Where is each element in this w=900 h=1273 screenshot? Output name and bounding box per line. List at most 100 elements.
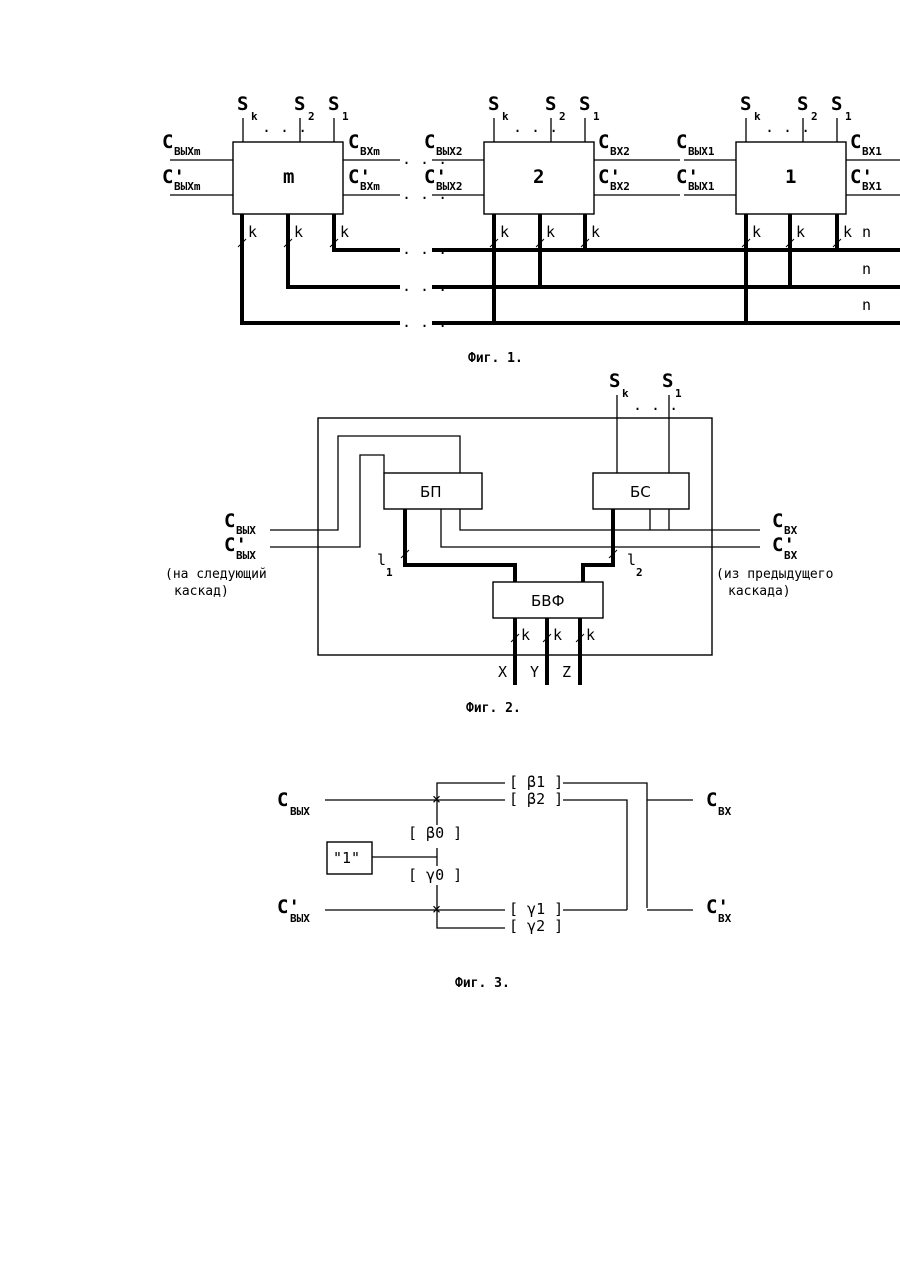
s-2-1-sub: 2	[811, 110, 818, 123]
fig3-caption: Фиг. 3.	[455, 976, 510, 991]
fig2-caption: Фиг. 2.	[466, 701, 521, 716]
k-2-z: k	[500, 223, 509, 241]
beta1: [ β1 ]	[509, 773, 563, 791]
fig3-c-in-sub: ВХ	[718, 805, 732, 818]
k-1-y: k	[796, 223, 805, 241]
s-k-2: S	[488, 93, 499, 115]
gamma0: [ γ0 ]	[408, 866, 462, 884]
l1-sub: 1	[386, 566, 393, 579]
note-left-1: (на следующий	[165, 567, 267, 582]
s-2-m: S	[294, 93, 305, 115]
gamma1: [ γ1 ]	[509, 900, 563, 918]
note-left-2: каскад)	[174, 584, 229, 599]
const-one-label: "1"	[333, 849, 360, 867]
l2-label: l	[627, 551, 636, 569]
dots-1: . . .	[765, 118, 810, 136]
junction-top: ×	[432, 790, 441, 808]
y-label: Y	[530, 663, 539, 681]
block-bvf-label: БВФ	[531, 592, 565, 610]
fig2-s-dots: . . .	[633, 396, 678, 414]
fig2-s1-sub: 1	[675, 387, 682, 400]
l2-sub: 2	[636, 566, 643, 579]
fig3-c-out: C	[277, 789, 288, 811]
s-k-2-sub: k	[502, 110, 509, 123]
k-z-fig2: k	[586, 626, 595, 644]
fig1-caption: Фиг. 1.	[468, 351, 523, 366]
l1-label: l	[377, 551, 386, 569]
fig3-c-out-sub: ВЫХ	[290, 805, 310, 818]
dots-2: . . .	[513, 118, 558, 136]
c-in-alt-2-sub: BX2	[610, 180, 630, 193]
s-2-2-sub: 2	[559, 110, 566, 123]
c-out-m: C	[162, 131, 173, 153]
k-1-z: k	[752, 223, 761, 241]
dots-bus-x: . . .	[402, 240, 447, 258]
note-right-2: каскада)	[728, 584, 791, 599]
figure-2: S k . . . S 1 БП БС БВФ l 1 l 2	[165, 370, 833, 716]
beta2: [ β2 ]	[509, 790, 563, 808]
block-bs-label: БС	[630, 483, 651, 501]
beta0: [ β0 ]	[408, 824, 462, 842]
x-label: X	[498, 663, 507, 681]
junction-bottom: ×	[432, 900, 441, 918]
cascade-label-m: m	[283, 166, 294, 188]
n-bus-y: n	[862, 260, 871, 278]
dots-row1-a: . . .	[402, 150, 447, 168]
s-1-m: S	[328, 93, 339, 115]
c-out-1-sub: ВЫХ1	[688, 145, 715, 158]
fig3-c-out-alt-sub: ВЫХ	[290, 912, 310, 925]
note-right-1: (из предыдущего	[716, 567, 833, 582]
fig3-c-in: C	[706, 789, 717, 811]
s-1-1: S	[831, 93, 842, 115]
s-k-1: S	[740, 93, 751, 115]
k-m-x: k	[340, 223, 349, 241]
s-2-1: S	[797, 93, 808, 115]
s-k-m: S	[237, 93, 248, 115]
cascade-label-2: 2	[533, 166, 544, 188]
s-k-m-sub: k	[251, 110, 258, 123]
k-2-y: k	[546, 223, 555, 241]
s-1-m-sub: 1	[342, 110, 349, 123]
fig3-c-in-alt-sub: ВХ	[718, 912, 732, 925]
k-y-fig2: k	[553, 626, 562, 644]
dots-m: . . .	[262, 118, 307, 136]
dots-bus-z: . . .	[402, 313, 447, 331]
fig2-s1: S	[662, 370, 673, 392]
figure-3: "1" × × [ β1 ] [ β2 ] [ β0 ] [ γ0 ] [ γ1…	[277, 773, 732, 991]
k-1-x: k	[843, 223, 852, 241]
s-1-2: S	[579, 93, 590, 115]
c-in-m: C	[348, 131, 359, 153]
c-in-alt-1-sub: BX1	[862, 180, 882, 193]
cascade-label-1: 1	[785, 166, 796, 188]
k-2-x: k	[591, 223, 600, 241]
c-out-m-sub: ВЫХm	[174, 145, 201, 158]
c-in-1: C	[850, 131, 861, 153]
fig2-c-out-alt-sub: ВЫХ	[236, 549, 256, 562]
s-k-1-sub: k	[754, 110, 761, 123]
k-x-fig2: k	[521, 626, 530, 644]
s-2-m-sub: 2	[308, 110, 315, 123]
c-out-1: C	[676, 131, 687, 153]
n-bus-z: n	[862, 296, 871, 314]
k-m-y: k	[294, 223, 303, 241]
k-labels-fig1: k k k k k k k k k n n n	[248, 223, 871, 314]
z-label: Z	[562, 663, 571, 681]
c-in-alt-m-sub: BXm	[360, 180, 380, 193]
block-bp-label: БП	[420, 483, 442, 501]
c-out-alt-1-sub: ВЫХ1	[688, 180, 715, 193]
fig2-sk-sub: k	[622, 387, 629, 400]
c-in-2-sub: BX2	[610, 145, 630, 158]
fig2-sk: S	[609, 370, 620, 392]
s-2-2: S	[545, 93, 556, 115]
k-m-z: k	[248, 223, 257, 241]
gamma2: [ γ2 ]	[509, 917, 563, 935]
s-1-2-sub: 1	[593, 110, 600, 123]
n-bus-x: n	[862, 223, 871, 241]
c-in-2: C	[598, 131, 609, 153]
fig2-c-in: C	[772, 510, 783, 532]
fig2-c-out: C	[224, 510, 235, 532]
c-in-m-sub: BXm	[360, 145, 380, 158]
dots-bus-y: . . .	[402, 277, 447, 295]
